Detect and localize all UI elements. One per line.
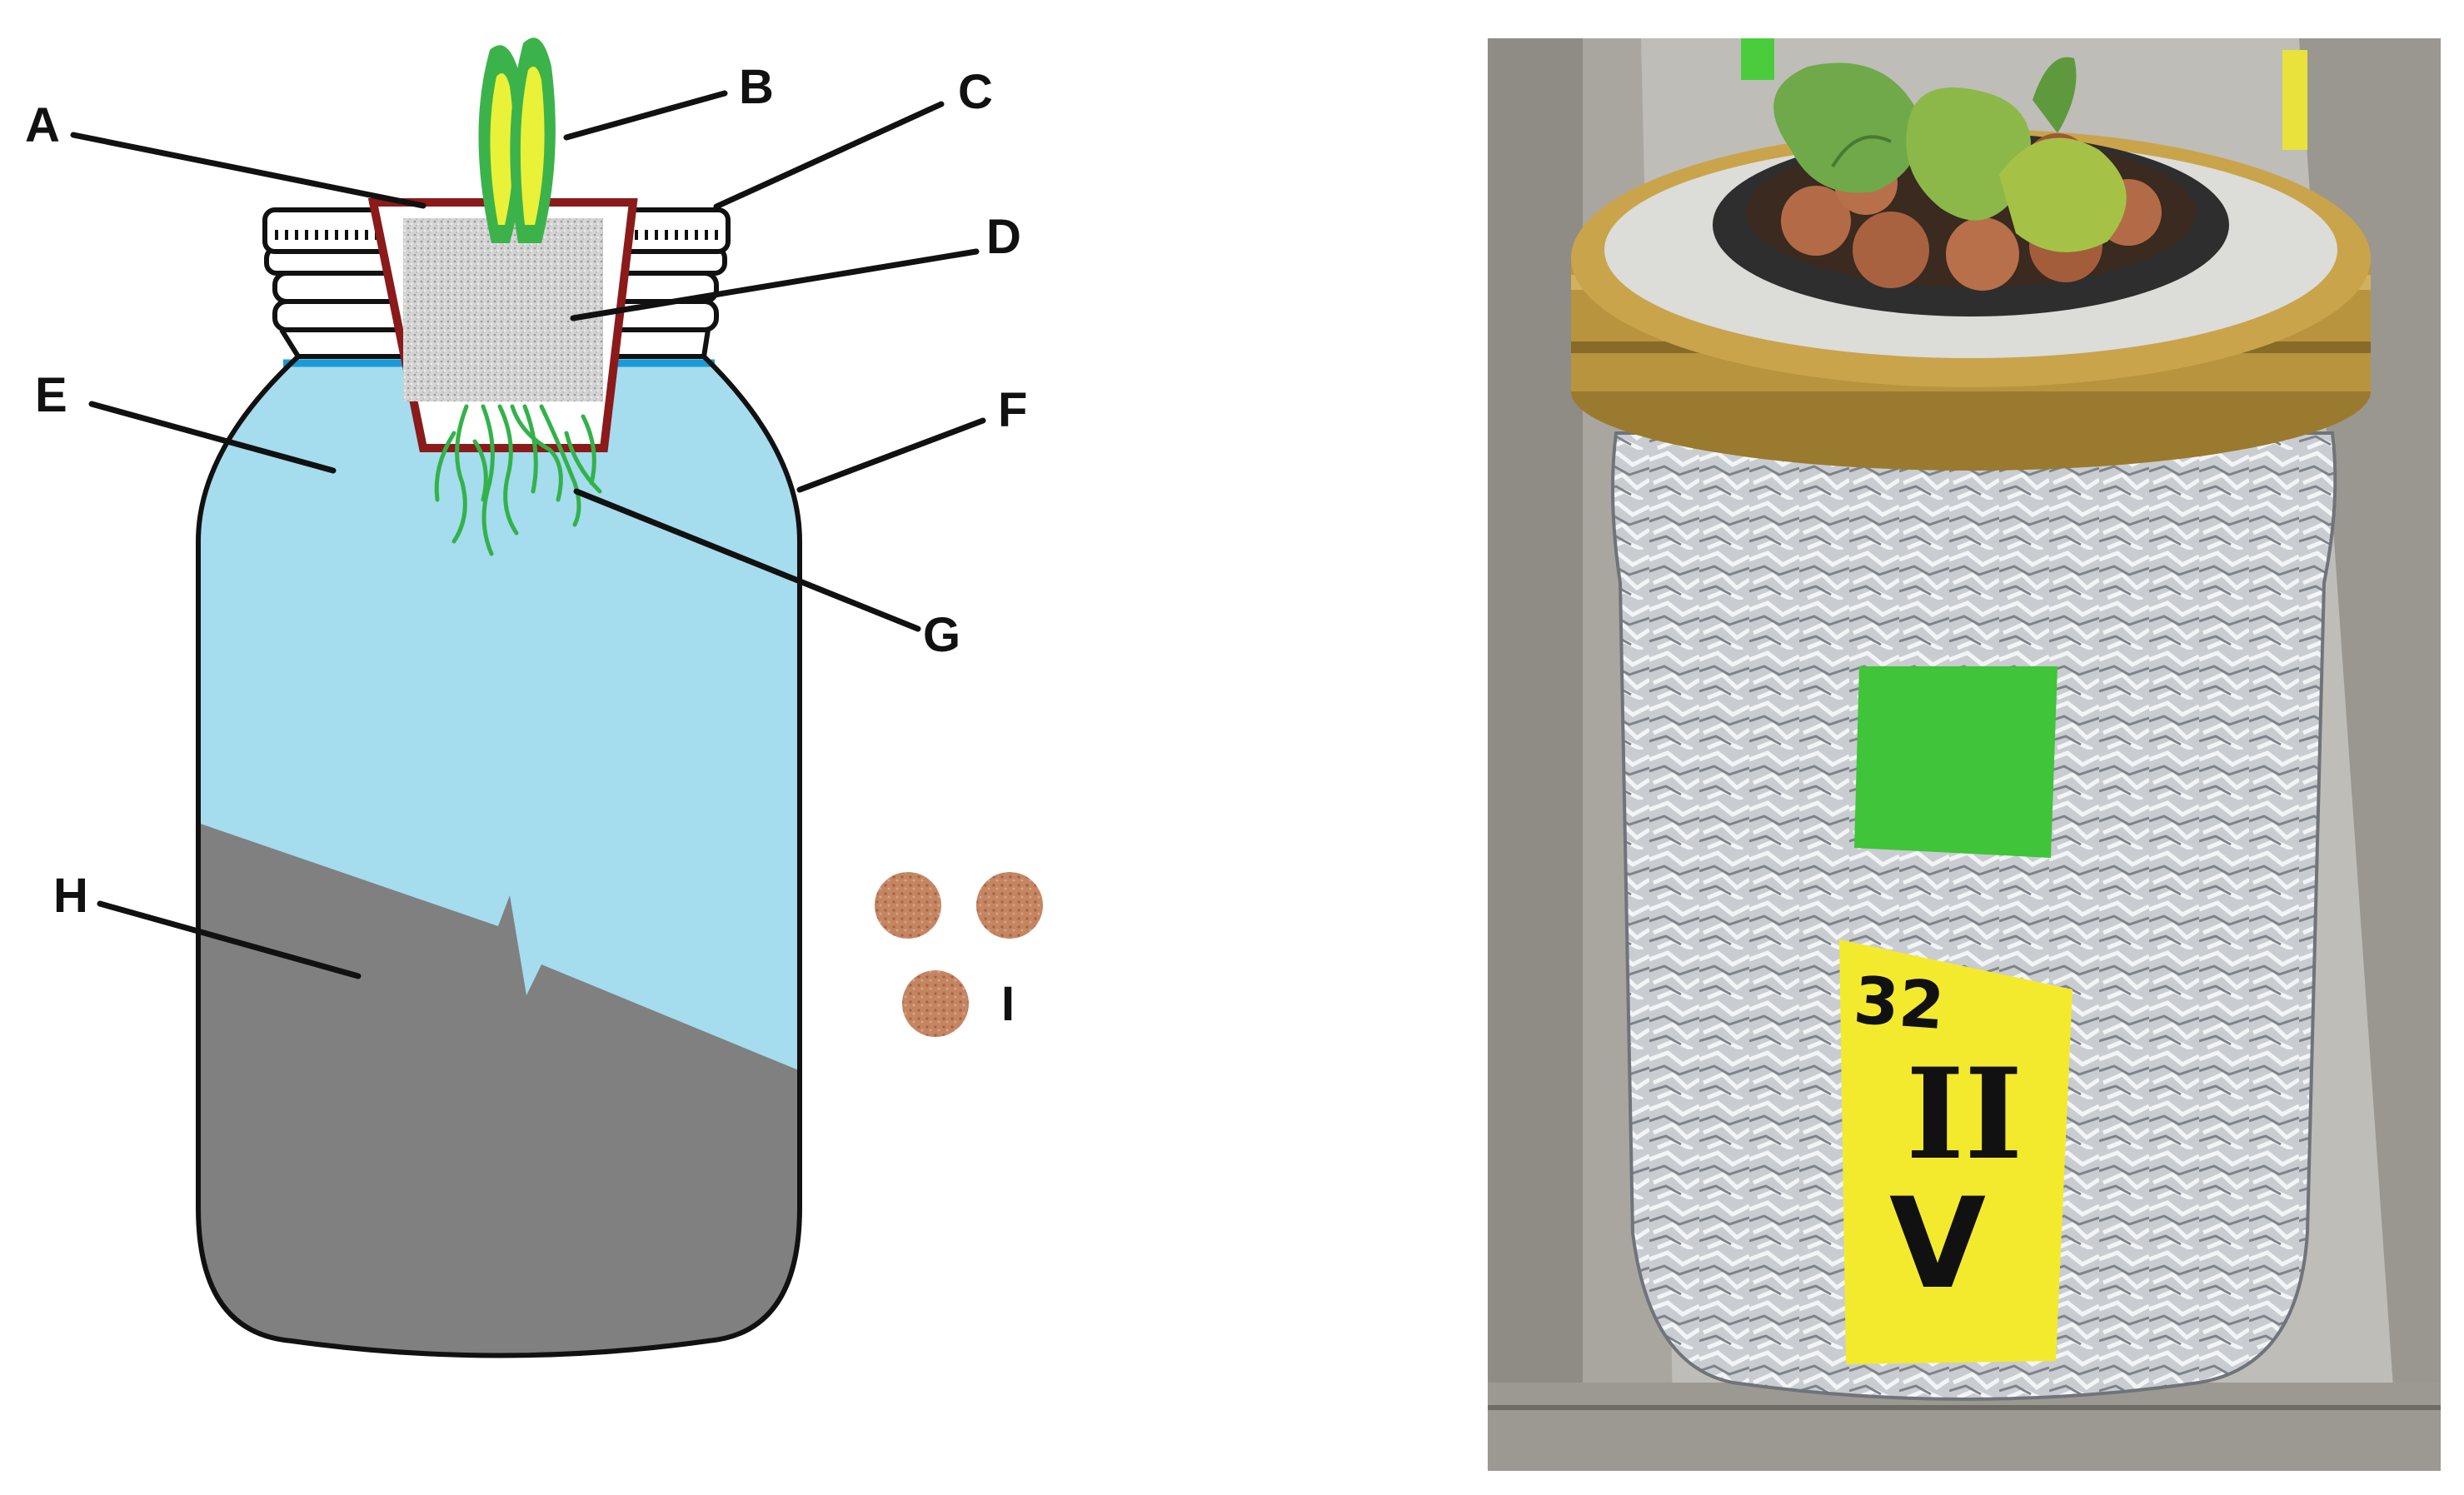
label-mark: II [1906, 1041, 2023, 1188]
callout-leaders [70, 90, 986, 979]
plant-leaves [1773, 57, 2127, 252]
label-b: B [739, 60, 774, 114]
rockwool-cube [403, 218, 603, 401]
seedling [478, 37, 556, 244]
clay-pebbles [875, 872, 1043, 1037]
yellow-label: 32 II V [1839, 939, 2072, 1364]
label-e: E [35, 368, 67, 422]
label-letter: V [1889, 1172, 1986, 1317]
label-f: F [998, 383, 1027, 437]
label-i: I [1001, 977, 1015, 1031]
callout-labels: A B C D E F G H I [25, 60, 1027, 1031]
label-d: D [986, 210, 1021, 264]
foil-jar [1611, 431, 2337, 1401]
label-c: C [958, 65, 993, 119]
label-g: G [923, 608, 960, 662]
jar-body-outline [196, 354, 802, 1358]
jar-photo: 32 II V [1488, 38, 2441, 1471]
label-h: H [53, 869, 88, 923]
substrate-region [198, 812, 800, 1356]
green-tape [1854, 666, 2057, 858]
roots [434, 404, 602, 556]
label-number: 32 [1851, 964, 1947, 1044]
jar-diagram: A B C D E F G H I [25, 37, 1043, 1358]
label-a: A [25, 98, 60, 152]
